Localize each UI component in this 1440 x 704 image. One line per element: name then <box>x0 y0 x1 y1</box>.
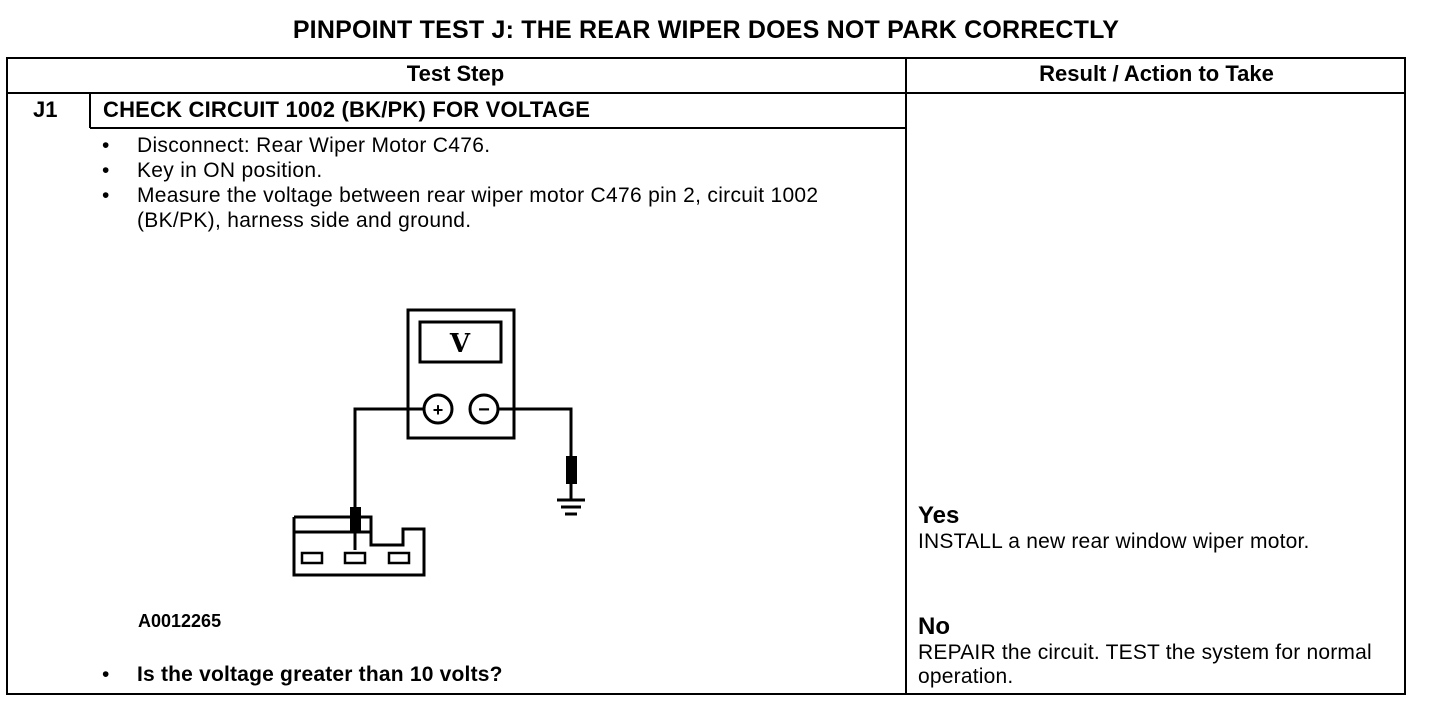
list-item: • Measure the voltage between rear wiper … <box>100 183 857 233</box>
pinpoint-test-table <box>6 57 1406 695</box>
figure-id: A0012265 <box>138 611 222 631</box>
result-yes-action: INSTALL a new rear window wiper motor. <box>918 530 1310 553</box>
voltmeter-display <box>418 320 503 364</box>
bullet-icon: • <box>102 134 110 157</box>
header-test-step: Test Step <box>406 61 505 86</box>
step-title-divider <box>90 127 905 129</box>
ground-icon <box>557 498 585 516</box>
step-id-divider <box>89 92 91 128</box>
meter-symbol: V <box>449 329 471 359</box>
bullet-icon: • <box>102 184 110 207</box>
bullet-icon: • <box>102 663 110 686</box>
step-id: J1 <box>33 97 58 122</box>
positive-lead <box>353 407 424 507</box>
c476-connector <box>292 515 426 577</box>
negative-symbol: − <box>478 399 490 421</box>
instruction-text: Disconnect: Rear Wiper Motor C476. <box>137 134 491 157</box>
header-row-divider <box>6 92 1406 94</box>
result-no-action: REPAIR the circuit. TEST the system for … <box>918 641 1372 688</box>
instruction-text: Measure the voltage between rear wiper m… <box>137 184 819 232</box>
result-yes-label: Yes <box>918 502 960 529</box>
list-item: • Key in ON position. <box>100 158 857 183</box>
negative-lead <box>498 407 573 456</box>
list-item: • Disconnect: Rear Wiper Motor C476. <box>100 133 857 158</box>
connector-pin-1 <box>300 551 324 565</box>
question-text: Is the voltage greater than 10 volts? <box>137 663 503 686</box>
bullet-icon: • <box>102 159 110 182</box>
column-divider <box>905 57 907 695</box>
connector-pin-2 <box>343 551 367 565</box>
step-title: CHECK CIRCUIT 1002 (BK/PK) FOR VOLTAGE <box>103 97 591 122</box>
step-question: • Is the voltage greater than 10 volts? <box>100 663 503 687</box>
page-title: PINPOINT TEST J: THE REAR WIPER DOES NOT… <box>292 16 1120 44</box>
result-no-label: No <box>918 613 950 640</box>
connector-pin-3 <box>387 551 411 565</box>
header-result-action: Result / Action to Take <box>1039 61 1274 86</box>
instruction-text: Key in ON position. <box>137 159 323 182</box>
instruction-list: • Disconnect: Rear Wiper Motor C476. • Key… <box>100 133 857 233</box>
positive-symbol: + <box>433 400 444 420</box>
voltmeter-body <box>406 308 516 440</box>
negative-probe <box>566 456 577 484</box>
positive-probe <box>350 507 361 532</box>
